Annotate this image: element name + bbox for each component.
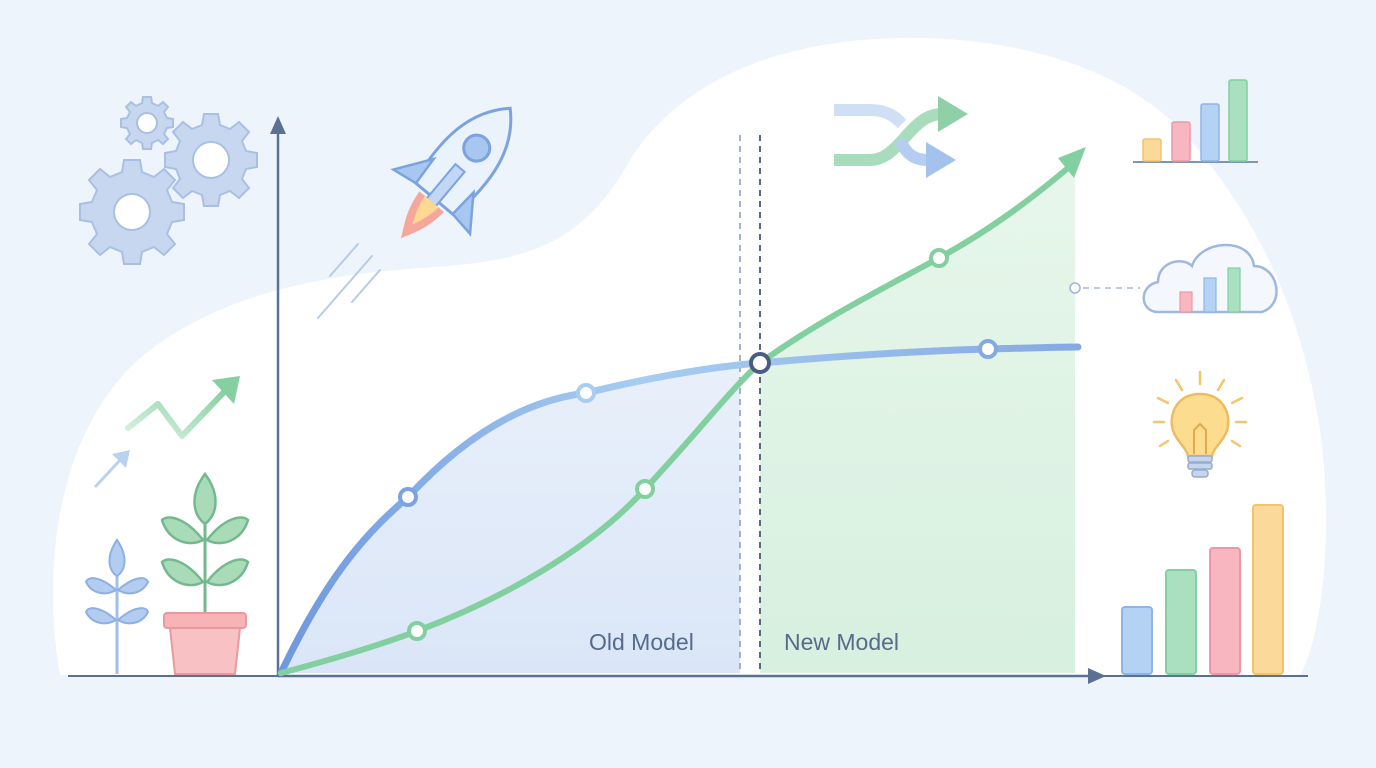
lightbulb-icon bbox=[1152, 370, 1248, 478]
new-marker-1 bbox=[407, 621, 427, 641]
new-model-arrowhead bbox=[1058, 147, 1086, 178]
bottom-bar-chart-icon bbox=[1121, 504, 1284, 675]
old-model-area bbox=[281, 366, 740, 673]
x-axis-arrow bbox=[1088, 668, 1106, 684]
y-axis-arrow bbox=[270, 116, 286, 134]
rocket-speed-lines bbox=[317, 243, 381, 319]
cloud-chart-icon bbox=[1069, 243, 1278, 314]
old-marker-3 bbox=[978, 339, 998, 359]
rocket-icon bbox=[390, 106, 513, 239]
new-model-area bbox=[760, 165, 1075, 673]
bar-chart-icon bbox=[1133, 79, 1258, 163]
old-marker-1 bbox=[398, 487, 418, 507]
new-marker-3 bbox=[929, 248, 949, 268]
old-marker-2 bbox=[576, 383, 596, 403]
new-marker-2 bbox=[635, 479, 655, 499]
shuffle-arrows-icon bbox=[834, 96, 968, 178]
old-model-label: Old Model bbox=[589, 629, 694, 655]
new-model-label: New Model bbox=[784, 629, 899, 655]
potted-plant-icon bbox=[160, 471, 250, 675]
sprout-icon bbox=[84, 538, 150, 674]
gears-icon bbox=[79, 96, 258, 265]
intersection-marker bbox=[749, 352, 771, 374]
trend-arrow-icon bbox=[94, 376, 240, 488]
